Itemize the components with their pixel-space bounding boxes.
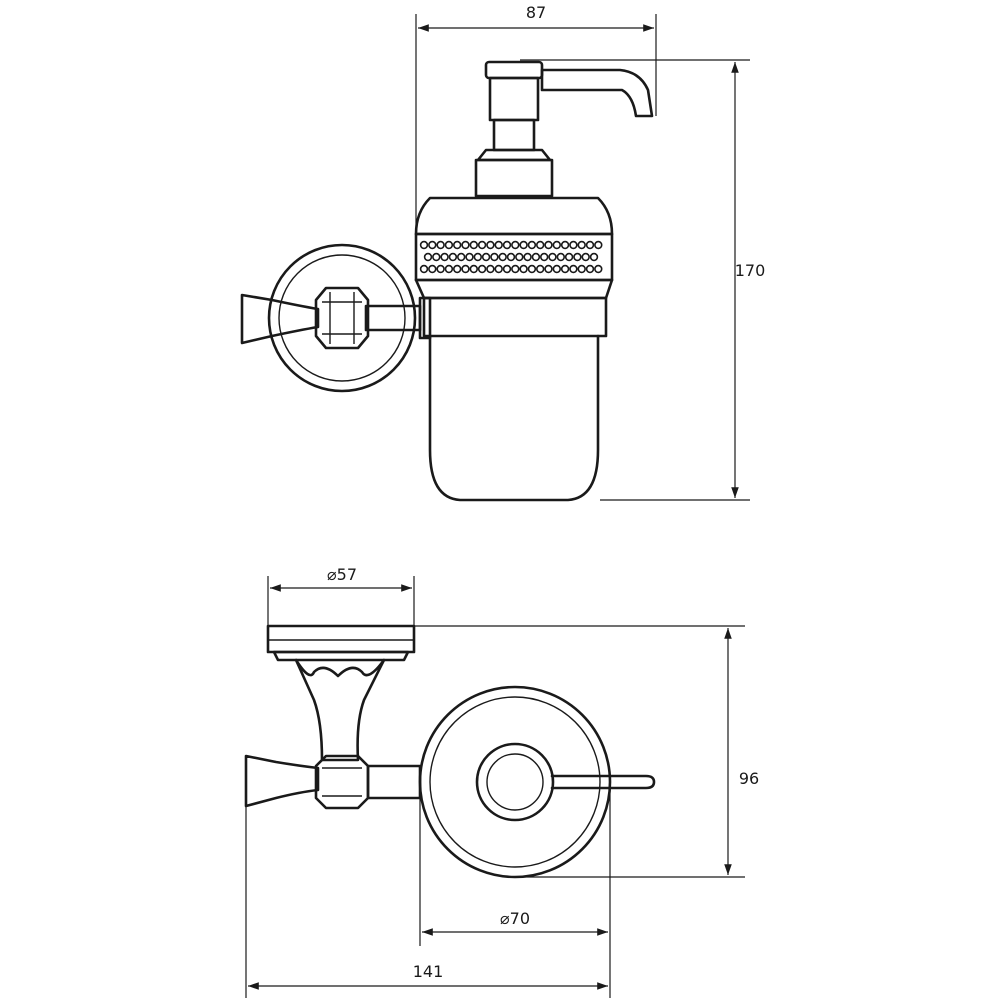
pump-head	[474, 60, 654, 198]
top-bracket-flare	[244, 754, 320, 808]
bead	[461, 240, 470, 250]
front-view: 87 170	[240, 3, 766, 502]
bead	[498, 252, 507, 262]
bead	[457, 252, 466, 262]
bead	[515, 252, 524, 262]
bead	[444, 240, 454, 250]
bead	[539, 252, 549, 262]
dimension-label-96: 96	[739, 769, 759, 788]
bead	[494, 240, 503, 250]
bead	[511, 240, 520, 250]
bead	[585, 240, 595, 250]
container-band	[422, 296, 608, 338]
bead	[560, 264, 570, 274]
bead	[535, 264, 545, 274]
bead	[548, 252, 557, 262]
bead	[419, 264, 429, 274]
bead	[453, 240, 462, 250]
bead	[453, 264, 462, 274]
bead	[577, 240, 586, 250]
bead	[432, 252, 441, 262]
bead	[519, 264, 528, 274]
bead	[502, 264, 512, 274]
nozzle-top	[550, 774, 656, 790]
bead	[461, 264, 470, 274]
bead	[436, 264, 445, 274]
bead	[506, 252, 516, 262]
bead	[531, 252, 541, 262]
bead	[469, 240, 478, 250]
bead	[577, 264, 586, 274]
dimension-diameter-57: ⌀57	[267, 565, 415, 626]
bead	[490, 252, 499, 262]
bead	[481, 252, 491, 262]
container-body	[428, 334, 600, 502]
bead	[465, 252, 474, 262]
hex-knuckle	[314, 286, 370, 350]
dimension-label-170: 170	[735, 261, 766, 280]
neck	[294, 658, 386, 762]
bead	[436, 240, 445, 250]
top-view: ⌀57 96 ⌀70 141	[244, 565, 759, 998]
dimension-depth: 96	[414, 625, 759, 878]
dimension-top-width: 87	[415, 3, 657, 230]
bead	[428, 240, 437, 250]
dimension-diameter-70: ⌀70	[419, 782, 611, 946]
bead	[473, 252, 482, 262]
bead	[564, 252, 574, 262]
bead-rows	[419, 240, 603, 274]
bracket-arm	[364, 296, 432, 340]
bead	[527, 240, 537, 250]
wall-rosette	[267, 243, 417, 393]
bead	[428, 264, 437, 274]
bead	[511, 264, 520, 274]
bead	[560, 240, 570, 250]
decorative-collar	[414, 196, 614, 300]
bead	[477, 240, 487, 250]
bead	[573, 252, 582, 262]
bead	[523, 252, 532, 262]
bead	[448, 252, 458, 262]
bead	[585, 264, 595, 274]
bead	[556, 252, 565, 262]
bead	[477, 264, 487, 274]
bead	[589, 252, 599, 262]
bead	[569, 264, 578, 274]
bead	[486, 264, 495, 274]
bead	[486, 240, 495, 250]
container-top	[418, 685, 612, 879]
bead	[502, 240, 512, 250]
bead	[444, 264, 454, 274]
dimension-label-87: 87	[526, 3, 546, 22]
bracket-flare	[240, 293, 320, 345]
bead	[423, 252, 433, 262]
bead	[581, 252, 590, 262]
dimension-label-d57: ⌀57	[327, 565, 357, 584]
bead	[535, 240, 545, 250]
bead	[569, 240, 578, 250]
bead	[544, 240, 553, 250]
dimension-height: 170	[520, 59, 766, 501]
bead	[594, 240, 603, 250]
bead	[552, 240, 561, 250]
top-hex-knuckle	[314, 754, 370, 810]
bead	[544, 264, 553, 274]
bead	[594, 264, 603, 274]
rosette-top	[266, 624, 416, 662]
dimension-total-length: 141	[245, 806, 611, 998]
top-arm	[366, 764, 422, 800]
bead	[469, 264, 478, 274]
bead	[527, 264, 537, 274]
dimension-label-d70: ⌀70	[500, 909, 530, 928]
dimension-label-141: 141	[413, 962, 444, 981]
bead	[440, 252, 449, 262]
bead	[519, 240, 528, 250]
bead	[419, 240, 429, 250]
bead	[494, 264, 503, 274]
bead	[552, 264, 561, 274]
